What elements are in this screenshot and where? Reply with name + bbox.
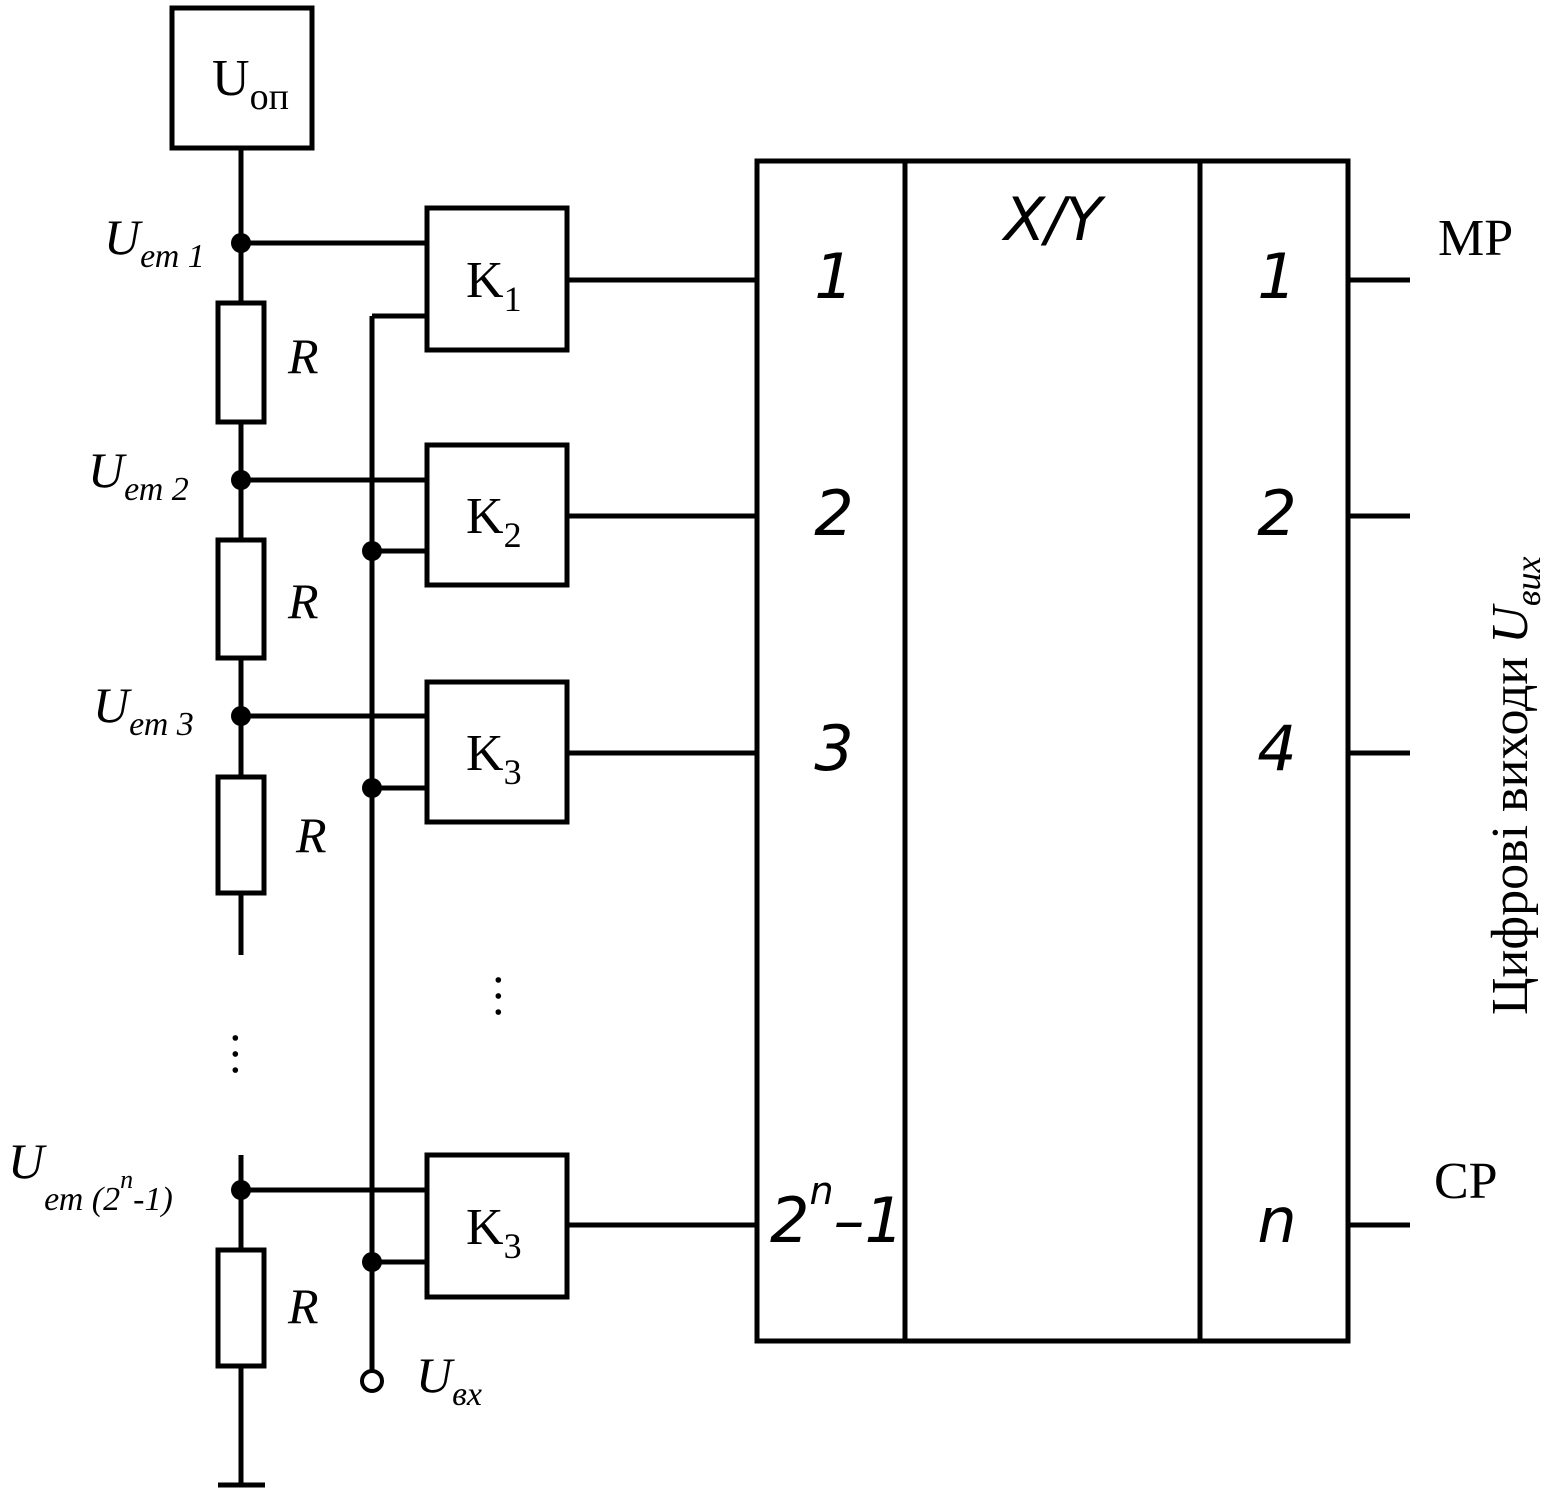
- encoder-input-1: 1: [814, 240, 853, 313]
- resistor-label: R: [287, 573, 319, 629]
- comparator-3: [424, 679, 570, 825]
- node-labels: Uет 1 Uет 2 Uет 3 Uет (2n-1): [8, 209, 205, 1218]
- comparators: K1 K2 K3 K3: [424, 205, 570, 1300]
- msb-label: МР: [1438, 210, 1513, 267]
- comparator-3-label: K3: [466, 725, 522, 792]
- comparator-1-label: K1: [466, 252, 522, 319]
- encoder-input-2: 2: [814, 477, 853, 550]
- resistor-1: [215, 300, 267, 425]
- reference-voltage-block: Uоп: [169, 5, 315, 151]
- node-label-3: Uет 3: [93, 677, 194, 743]
- resistor-3: [215, 774, 267, 896]
- encoder-title: X/Y: [1001, 185, 1106, 255]
- resistors: R R R R: [215, 300, 327, 1369]
- comparator-2: [424, 442, 570, 588]
- resistor-n: [215, 1247, 267, 1369]
- comparator-n: [424, 1152, 570, 1300]
- lsb-label: СР: [1434, 1153, 1498, 1210]
- comparator-output-wires: [567, 277, 757, 1228]
- encoder-output-n: n: [1257, 1184, 1296, 1257]
- encoder-output-1: 1: [1257, 240, 1296, 313]
- node-label-n: Uет (2n-1): [8, 1133, 173, 1218]
- comparator-plus-wires: [241, 240, 427, 1193]
- node-label-2: Uет 2: [88, 442, 189, 508]
- resistor-label: R: [287, 1278, 319, 1334]
- encoder-output-3: 4: [1257, 712, 1296, 785]
- encoder-block: X/Y 1 2 3 2n–1 1 2 4 n: [754, 158, 1351, 1344]
- encoder-output-2: 2: [1257, 477, 1296, 550]
- svg-text:Uоп: Uоп: [212, 50, 289, 118]
- comparator-n-label: K3: [466, 1199, 522, 1266]
- input-label: Uвх: [416, 1347, 482, 1413]
- comparator-ellipsis: …: [485, 972, 538, 1020]
- node-label-1: Uет 1: [104, 209, 205, 275]
- output-wires: [1348, 277, 1410, 1228]
- encoder-input-3: 3: [814, 712, 853, 785]
- encoder-input-n: 2n–1: [770, 1169, 904, 1257]
- resistor-label: R: [295, 807, 327, 863]
- resistor-2: [215, 537, 267, 661]
- junction-dots: [231, 233, 382, 1272]
- reference-symbol: U: [212, 50, 250, 107]
- ladder-ellipsis: …: [222, 1030, 275, 1078]
- outputs-caption: Цифрові виходи Uвих: [1482, 557, 1548, 1015]
- input-terminal: [360, 1369, 384, 1393]
- reference-subscript: оп: [250, 76, 289, 118]
- resistor-label: R: [287, 328, 319, 384]
- comparator-2-label: K2: [466, 488, 522, 555]
